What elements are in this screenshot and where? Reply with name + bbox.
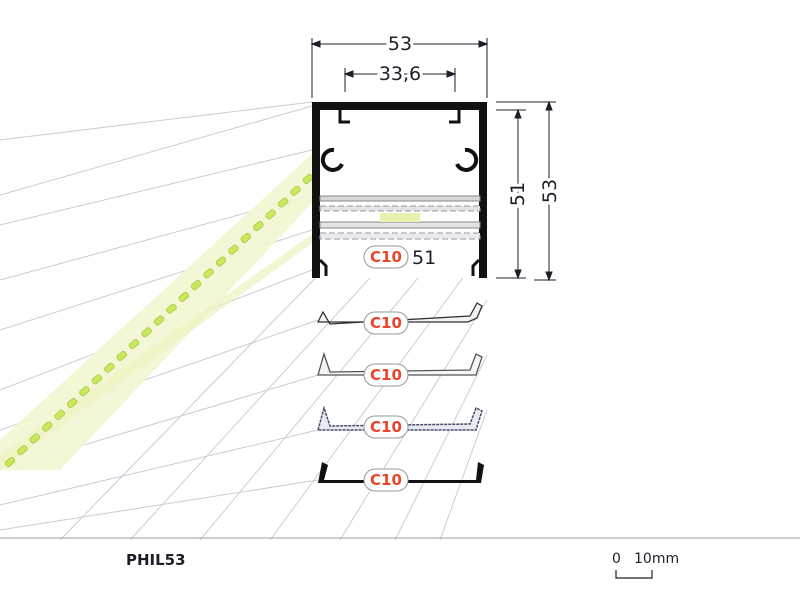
dimension-inner-width <box>343 68 457 92</box>
led-chip <box>166 303 177 314</box>
dimension-height-outer <box>496 100 556 282</box>
led-chip <box>290 185 301 196</box>
led-chip <box>277 197 289 208</box>
led-chip <box>253 221 264 232</box>
led-chip <box>104 362 115 373</box>
profile-cover-badge: C10 <box>363 245 409 269</box>
led-chip <box>79 386 90 397</box>
dimension-height-inner <box>496 108 526 280</box>
cover-badge-2: C10 <box>363 363 409 387</box>
led-chip <box>190 280 202 291</box>
inner-width-label: 33,6 <box>379 63 421 85</box>
cover-label: C10 <box>370 366 402 384</box>
cover-label: C10 <box>370 418 402 436</box>
outer-width-label: 53 <box>388 33 412 55</box>
led-chip <box>141 327 152 338</box>
led-chip <box>4 457 16 467</box>
product-code: PHIL53 <box>126 551 186 569</box>
led-chip <box>66 398 78 408</box>
scale-value: 10mm <box>634 551 679 567</box>
led-chip <box>29 433 41 444</box>
dimension-outer-width <box>310 38 489 98</box>
led-chip <box>215 256 227 267</box>
led-chip <box>302 174 314 184</box>
height-outer-label: 53 <box>539 179 561 203</box>
led-chip <box>178 291 190 302</box>
led-chip <box>41 421 53 432</box>
cover-badge-4: C10 <box>363 468 409 492</box>
cover-badge-1: C10 <box>363 311 409 335</box>
led-chip <box>153 315 165 326</box>
profile-cover-label: C10 <box>370 248 402 266</box>
cover-clear <box>316 302 483 325</box>
led-chip <box>54 409 65 420</box>
led-chip <box>240 232 252 243</box>
cover-badge-3: C10 <box>363 415 409 439</box>
height-inner-label: 51 <box>507 182 529 206</box>
cover-clear-stepped <box>317 351 483 376</box>
led-chip <box>128 339 140 350</box>
internal-dimension-label: 51 <box>412 247 436 269</box>
led-chip <box>17 445 28 456</box>
led-chip <box>91 374 103 385</box>
led-chip <box>116 350 127 361</box>
led-chip <box>203 268 214 279</box>
led-chip <box>228 244 239 255</box>
scale-bar: 0 10mm <box>612 551 679 579</box>
led-chip <box>265 209 276 220</box>
led-glow-band <box>0 230 330 470</box>
cover-black <box>318 462 484 483</box>
scale-zero: 0 <box>612 551 621 567</box>
cover-frosted <box>317 405 483 431</box>
cover-label: C10 <box>370 471 402 489</box>
cover-label: C10 <box>370 314 402 332</box>
